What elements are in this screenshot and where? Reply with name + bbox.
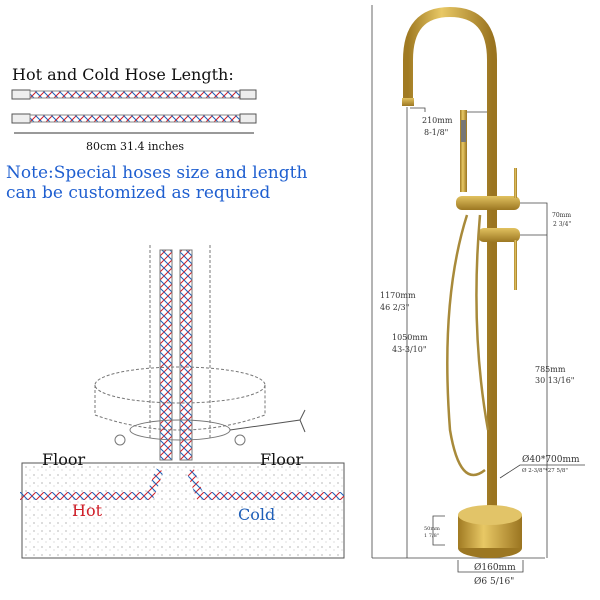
base-height-in: 1 7/8" <box>424 533 439 539</box>
base-height-mm: 50mm <box>424 526 440 532</box>
pipe-dimension-mm: Ø40*700mm <box>522 454 580 465</box>
note-line-2: can be customized as required <box>6 183 270 203</box>
handle-height-in: 30 13/16" <box>535 376 574 385</box>
floor-label-left: Floor <box>42 450 85 469</box>
handle-upper <box>456 196 520 210</box>
dimension-lines <box>371 5 585 573</box>
note-line-1: Note:Special hoses size and length <box>6 163 307 183</box>
hose-length-label: 80cm 31.4 inches <box>86 140 184 153</box>
spout-height-mm: 1050mm <box>392 333 428 342</box>
floor-hoses <box>20 468 344 500</box>
floor-block <box>21 462 345 559</box>
hose-upper <box>11 89 257 100</box>
pipe-dimension-in: Ø 2-3/8"*27 5/8" <box>522 467 568 474</box>
handle-height-mm: 785mm <box>535 365 566 374</box>
spout-reach-in: 8-1/8" <box>424 128 448 137</box>
installation-drawing <box>94 245 306 461</box>
floor-label-right: Floor <box>260 450 303 469</box>
hand-shower <box>460 110 467 192</box>
spout-height-in: 43-3/10" <box>392 345 427 354</box>
base-diameter-in: Ø6 5/16" <box>474 576 514 587</box>
base-diameter-mm: Ø160mm <box>474 562 516 573</box>
handle-lower <box>478 228 520 242</box>
shower-hose <box>446 214 490 477</box>
handle-spacing-in: 2 3/4" <box>553 221 571 228</box>
hose-title: Hot and Cold Hose Length: <box>12 65 234 84</box>
cold-label: Cold <box>238 505 275 524</box>
faucet-base <box>458 505 522 525</box>
hot-label: Hot <box>72 501 103 520</box>
total-height-in: 46 2/3" <box>380 303 409 312</box>
handle-spacing-mm: 70mm <box>552 212 571 219</box>
total-height-mm: 1170mm <box>380 291 416 300</box>
faucet <box>402 6 522 558</box>
spout-reach-mm: 210mm <box>422 116 453 125</box>
hose-lower <box>11 113 257 124</box>
